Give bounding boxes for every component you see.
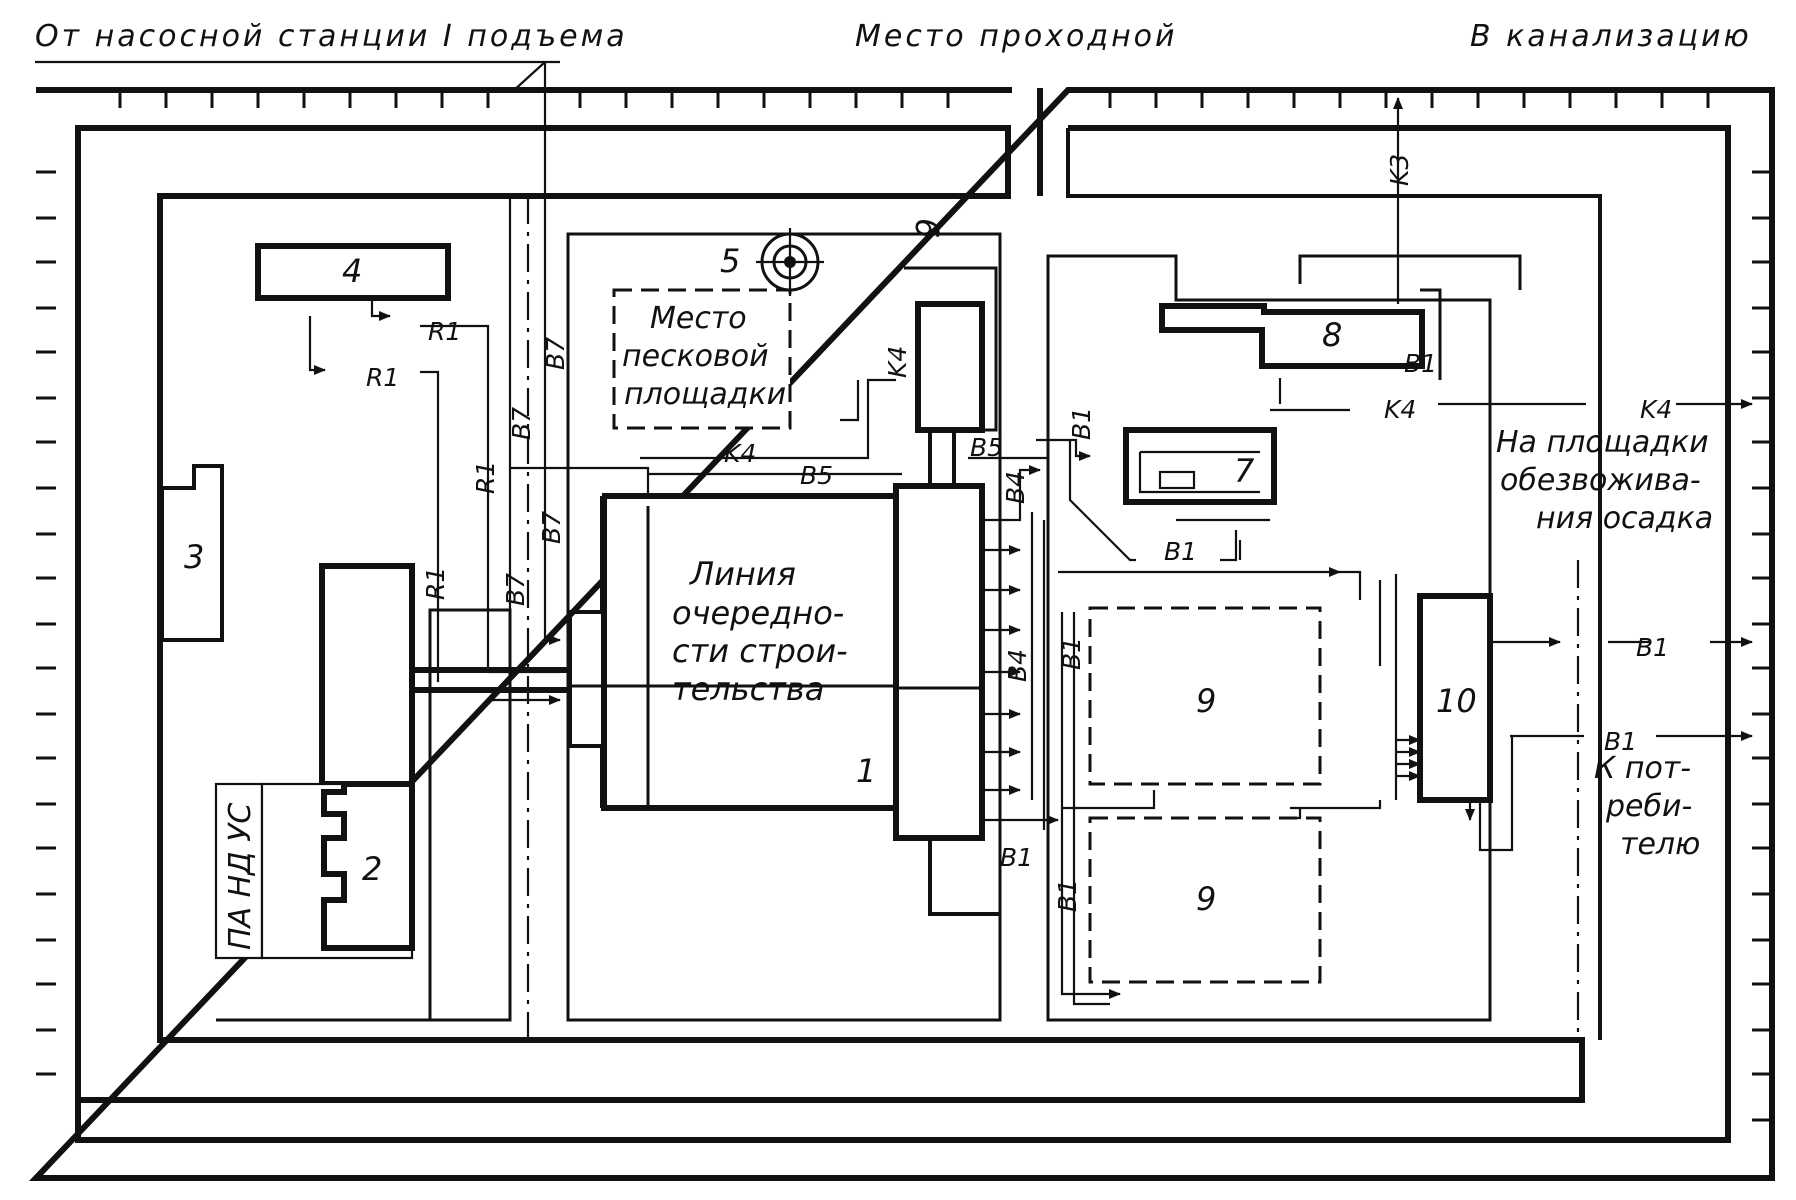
stage-label-1: Линия: [689, 555, 796, 593]
pipe-label-r1-d: R1: [421, 567, 450, 600]
sand-area: [612, 288, 792, 430]
building-7: [1123, 427, 1277, 505]
pipe-label-b1-g: B1: [1604, 727, 1637, 756]
pipe-label-b1-c: B1: [1057, 637, 1086, 670]
dewater-label-2: обезвожива-: [1500, 463, 1701, 498]
building-9-lower-label: 9: [1196, 880, 1216, 918]
pipe-label-r1-b: R1: [366, 363, 399, 392]
building-4: [255, 243, 451, 301]
site-fence: [29, 87, 1775, 1181]
well-5: [756, 228, 824, 296]
building-6: [915, 301, 985, 433]
building-8: [1159, 303, 1425, 369]
consumer-label-3: телю: [1620, 827, 1700, 862]
pipe-label-k4-c: K4: [1384, 395, 1416, 424]
pipe-label-b1-b: B1: [1164, 537, 1197, 566]
building-6-link: [928, 430, 956, 484]
building-8-frame: [1298, 254, 1522, 380]
pipe-label-b4-b: B4: [1003, 649, 1032, 682]
pipe-label-k4-d: K4: [1640, 395, 1672, 424]
pipe-label-k4-b: K4: [724, 439, 756, 468]
pipe-label-b7-a: B7: [507, 407, 536, 440]
pipe-label-b4-a: B4: [1001, 471, 1030, 504]
dewater-label-1: На площадки: [1496, 425, 1709, 460]
building-10-label: 10: [1436, 682, 1477, 720]
building-1-label: 1: [856, 752, 876, 790]
pipe-label-b1-d: B1: [1000, 843, 1033, 872]
header-checkpoint: Место проходной: [855, 19, 1178, 54]
pipe-label-r1-c: R1: [471, 461, 500, 494]
tower-tail: [928, 838, 1000, 916]
sand-area-label-1: Место: [650, 301, 747, 336]
sand-area-label-3: площадки: [624, 377, 786, 412]
pipe-label-b5-a: B5: [800, 461, 833, 490]
building-2: [321, 781, 415, 951]
pandus-label: ПА НД УС: [223, 803, 258, 950]
consumer-label-1: К пот-: [1594, 751, 1691, 786]
building-1-tower: [893, 483, 985, 841]
pipe-label-b1-e: B1: [1053, 879, 1082, 912]
building-3-label: 3: [184, 538, 204, 576]
stage-label-2: очередно-: [672, 594, 844, 632]
building-9-upper-label: 9: [1196, 682, 1216, 720]
building-10: [1417, 593, 1493, 803]
dewater-label-3: ния осадка: [1536, 501, 1713, 536]
pipe-label-b1-h: B1: [1404, 349, 1437, 378]
building-4-label: 4: [342, 252, 362, 290]
building-9-upper: [1088, 606, 1322, 786]
header-from-pump: От насосной станции I подъема: [35, 19, 628, 54]
building-7-inner: [1138, 450, 1260, 494]
pipe-label-b7-b: B7: [541, 337, 570, 370]
pipe-label-b5-b: B5: [970, 433, 1003, 462]
building-2-upper: [319, 563, 415, 787]
pipe-label-b1-f: B1: [1636, 633, 1669, 662]
building-7-label: 7: [1234, 452, 1255, 490]
building-6-label: 6: [908, 218, 946, 238]
building-2-label: 2: [362, 850, 382, 888]
stage-label-3: сти строи-: [672, 632, 848, 670]
building-3: [160, 464, 224, 642]
pandus-annex: [214, 782, 264, 960]
pipe-label-b7-d: B7: [501, 573, 530, 606]
consumer-label-2: реби-: [1605, 789, 1692, 824]
building-1-step: [568, 496, 604, 808]
pipe-label-b1-a: B1: [1067, 407, 1096, 440]
building-6-frame: [904, 266, 998, 432]
building-8-label: 8: [1322, 316, 1342, 354]
pipe-label-k4-a: K4: [883, 346, 912, 378]
stage-label-4: тельства: [672, 670, 824, 708]
pipe-label-r1-a: R1: [428, 317, 461, 346]
fence-ticks: [36, 90, 1772, 1122]
sand-area-label-2: песковой: [622, 339, 769, 374]
building-7-tank: [1158, 470, 1196, 490]
well-5-label: 5: [720, 242, 740, 280]
pipe-network: [308, 61, 1753, 1006]
header-to-sewer: В канализацию: [1470, 19, 1752, 54]
pipe-label-k3: K3: [1385, 154, 1414, 186]
building-9-lower: [1088, 816, 1322, 984]
pipe-label-b7-c: B7: [537, 511, 566, 544]
